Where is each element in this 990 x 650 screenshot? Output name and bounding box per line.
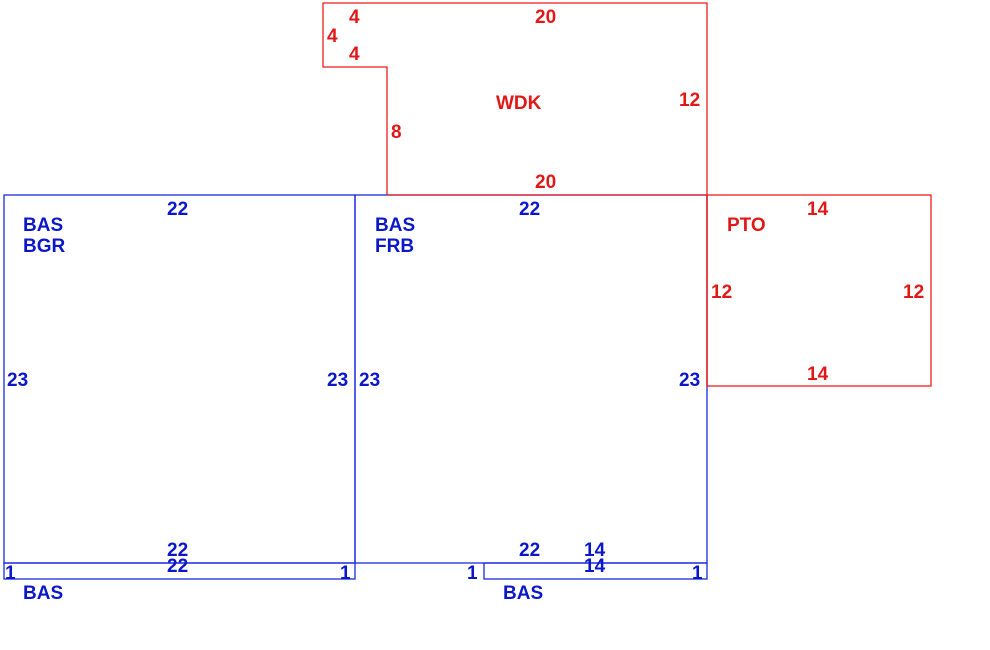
bas-bgr-code1: BAS bbox=[23, 215, 63, 236]
bas-strip-right-code: BAS bbox=[503, 583, 543, 604]
wdk-dim-bottom: 20 bbox=[535, 172, 556, 193]
bas-bgr-dim-bottom: 22 bbox=[167, 540, 188, 561]
bas-strip-left-dim-left: 1 bbox=[5, 563, 16, 584]
bas-frb-dim-left: 23 bbox=[359, 370, 380, 391]
wdk-dim-notch-top: 4 bbox=[349, 7, 360, 28]
bas-bgr-dim-top: 22 bbox=[167, 199, 188, 220]
pto-dim-left: 12 bbox=[711, 282, 732, 303]
pto-dim-bottom: 14 bbox=[807, 364, 829, 385]
bas-frb-dim-top: 22 bbox=[519, 199, 540, 220]
wdk-outline bbox=[322, 2, 708, 195]
wdk-label: WDK bbox=[496, 93, 542, 114]
wdk-dim-right: 12 bbox=[679, 90, 700, 111]
bas-strip-left-code: BAS bbox=[23, 583, 63, 604]
wdk-dim-top: 20 bbox=[535, 7, 556, 28]
bas-frb-dim-bottom: 22 bbox=[519, 540, 540, 561]
bas-strip-left-dim-top: 22 bbox=[167, 556, 188, 577]
bas-strip-left-outline bbox=[3, 562, 356, 580]
bas-bgr-dim-left: 23 bbox=[7, 370, 28, 391]
bas-frb-code1: BAS bbox=[375, 215, 415, 236]
pto-label: PTO bbox=[727, 215, 766, 236]
pto-dim-top: 14 bbox=[807, 199, 829, 220]
wdk-dim-notch-side: 4 bbox=[327, 26, 338, 47]
wdk-dim-left: 8 bbox=[391, 122, 402, 143]
bas-frb-code2: FRB bbox=[375, 236, 414, 257]
wdk-dim-notch-bottom: 4 bbox=[349, 44, 360, 65]
bas-strip-right-outline bbox=[483, 562, 708, 580]
bas-frb-dim-right: 23 bbox=[679, 370, 700, 391]
bas-bgr-code2: BGR bbox=[23, 236, 66, 257]
bas-frb-dim-bottom2: 14 bbox=[584, 540, 606, 561]
bas-strip-right-dim-top: 14 bbox=[584, 556, 606, 577]
bas-strip-right-dim-right: 1 bbox=[692, 563, 703, 584]
bas-bgr-dim-right: 23 bbox=[327, 370, 348, 391]
bas-strip-right-dim-left: 1 bbox=[467, 563, 478, 584]
bas-strip-left-dim-right: 1 bbox=[340, 563, 351, 584]
pto-dim-right: 12 bbox=[903, 282, 924, 303]
